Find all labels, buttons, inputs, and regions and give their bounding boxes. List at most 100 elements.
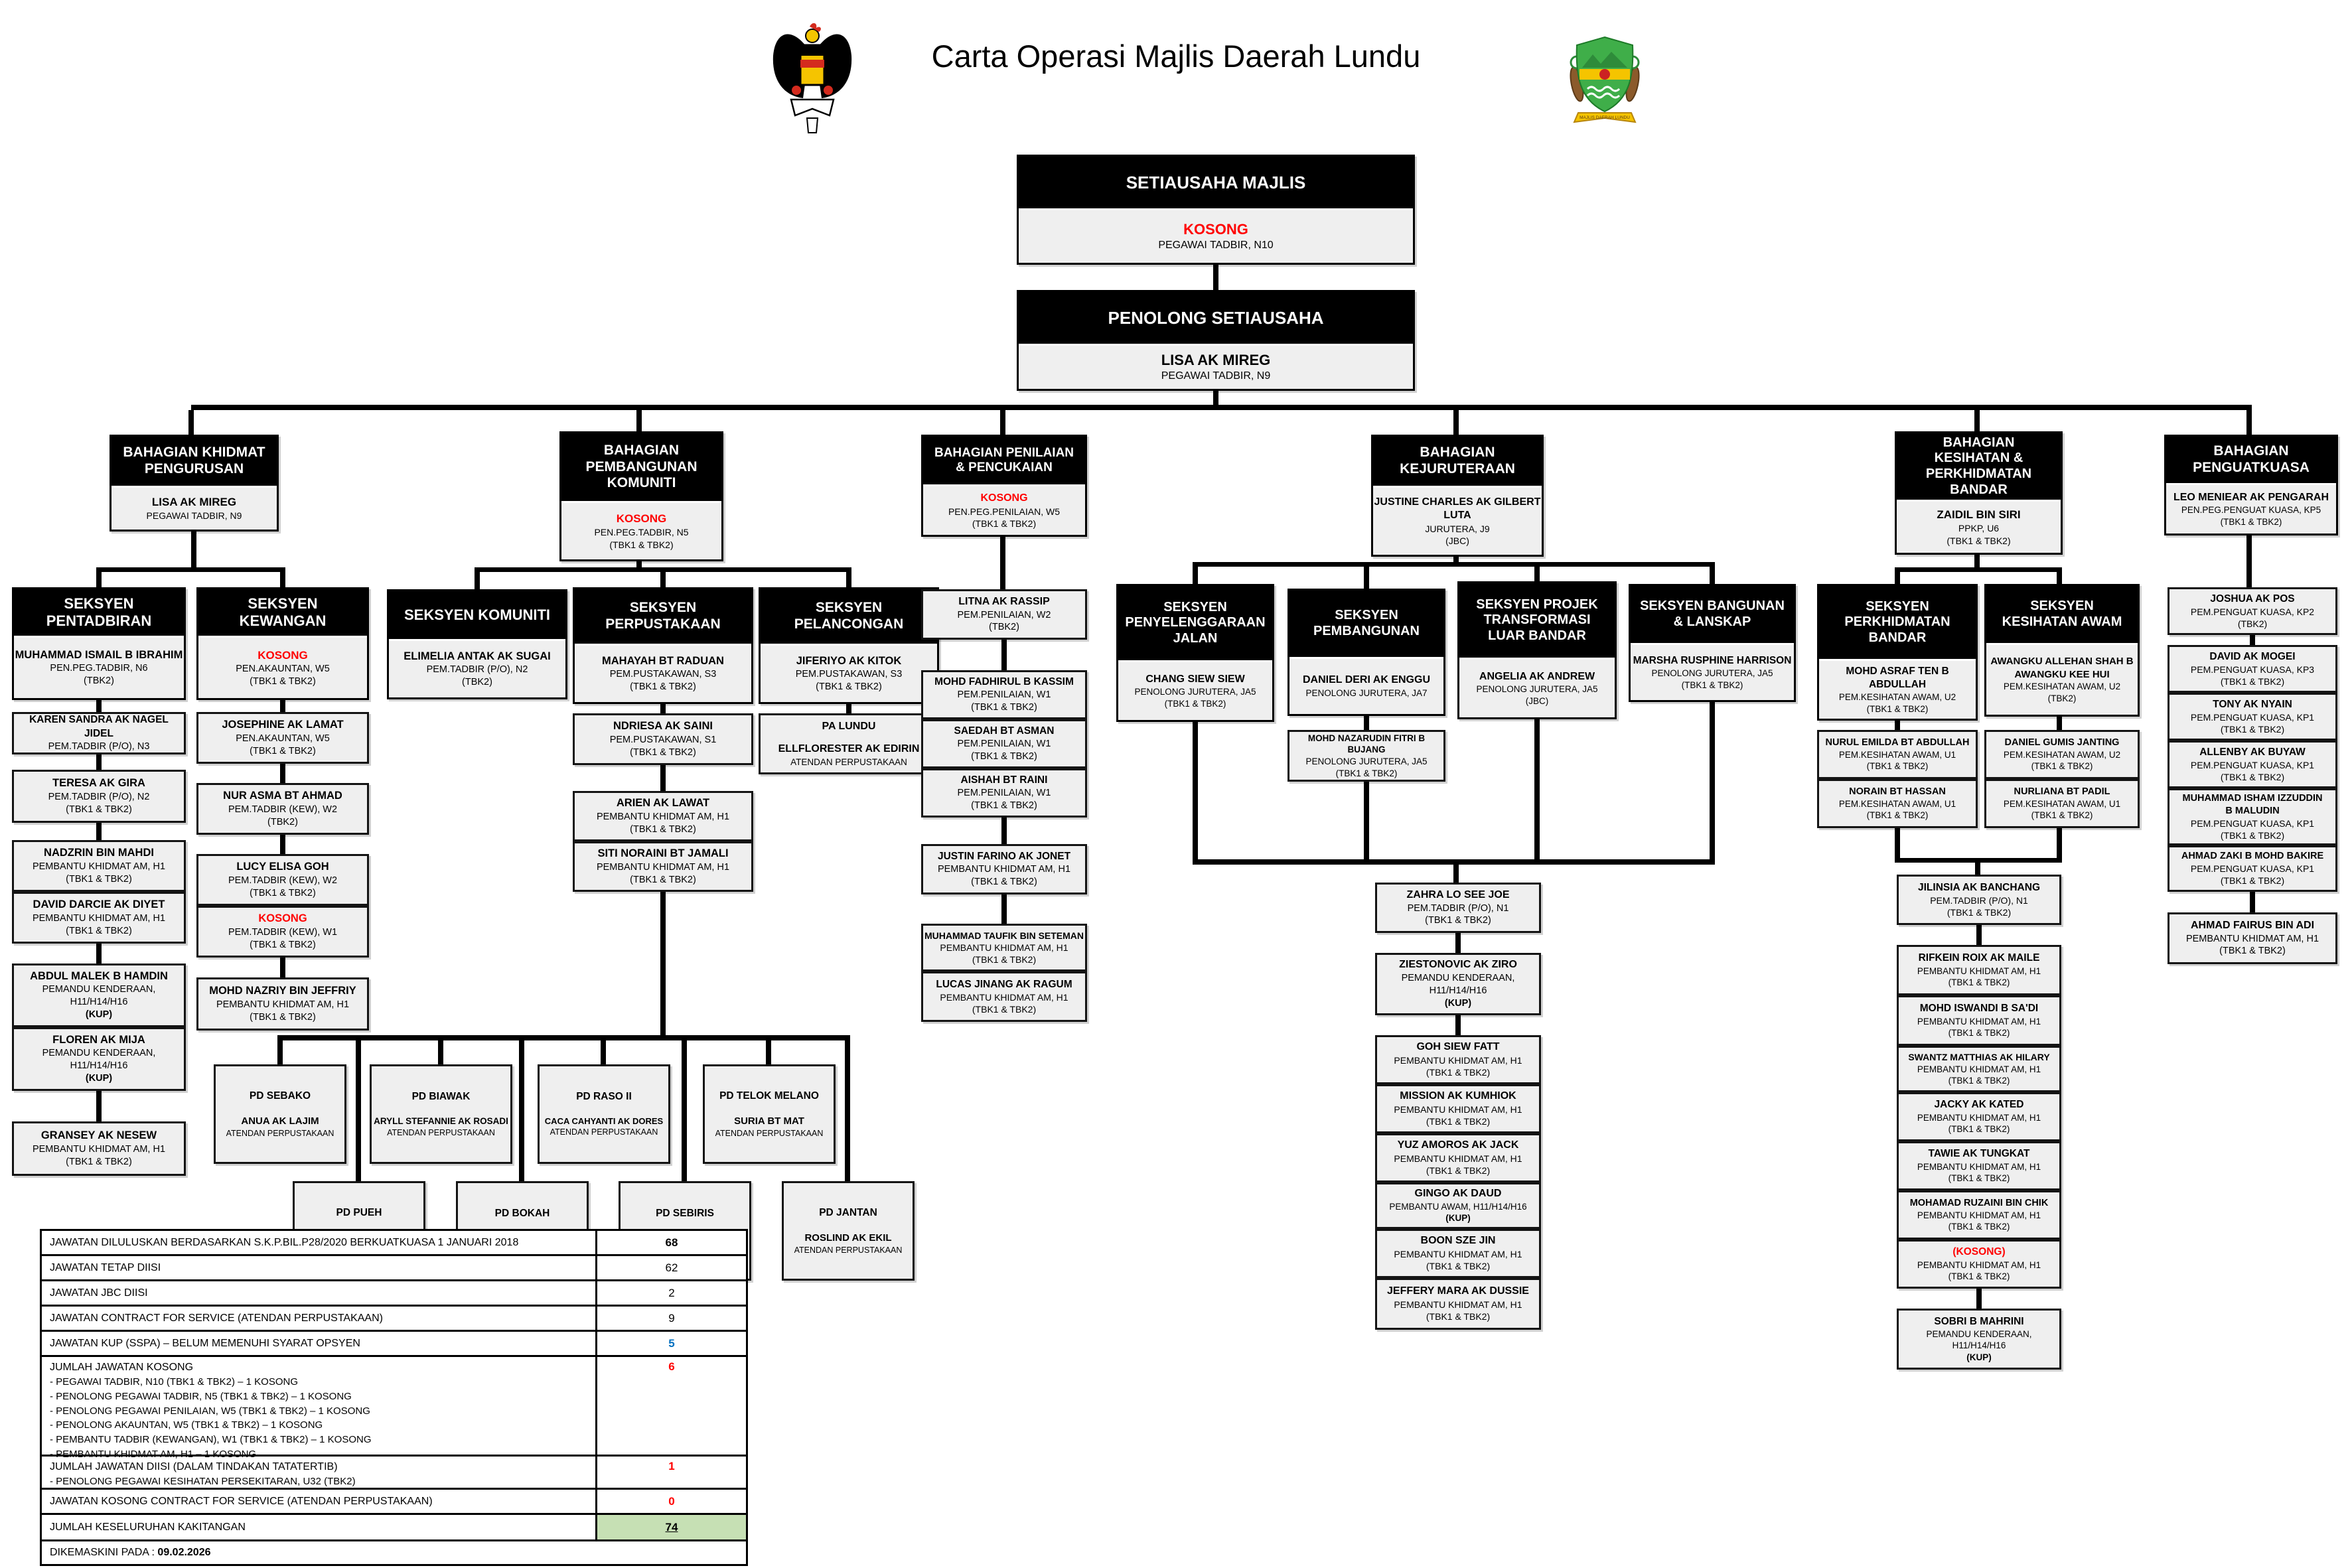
text-line: NURLIANA BT PADIL [2014,786,2110,798]
connector-line [96,696,102,712]
summary-label-text: JUMLAH JAWATAN DIISI (DALAM TINDAKAN TAT… [50,1461,338,1472]
text-line: (TBK1 & TBK2) [971,702,1037,713]
text-line: (TBK1 & TBK2) [1947,907,2012,918]
text-line: LISA AK MIREG [151,496,237,509]
text-line: PEMBANTU AWAM, H11/H14/H16 [1389,1201,1527,1212]
text-line: (KUP) [1444,997,1472,1009]
text-line: (TBK1 & TBK2) [2031,761,2093,772]
text-line: (TBK1 & TBK2) [250,887,316,898]
text-line: PEMBANTU KHIDMAT AM, H1 [940,942,1068,953]
text-line: SOBRI B MAHRINI [1934,1315,2024,1327]
text-line: PEN.PEG.PENILAIAN, W5 [948,506,1061,517]
text-line: (TBK1 & TBK2) [1947,535,2011,546]
text-line: PEM.TADBIR (KEW), W2 [228,804,338,815]
connector-line [1895,567,2062,572]
text-line: PENOLONG JURUTERA, JA7 [1305,688,1428,699]
text-line: PEM.KESIHATAN AWAM, U1 [1838,798,1956,809]
text-line: (TBK1 & TBK2) [66,804,132,815]
summary-row-value: 2 [595,1281,746,1305]
text-line: PEMBANTU KHIDMAT AM, H1 [32,912,166,924]
summary-row-value: 1 [595,1457,746,1488]
connector-line [1364,712,1369,730]
text-line: MOHD ISWANDI B SA'DI [1919,1003,2039,1015]
text-line: (TBK1 & TBK2) [1426,1067,1491,1078]
connector-line [660,700,666,713]
connector-line [1364,567,1369,589]
unit-title: SEKSYEN PERPUSTAKAAN [575,589,751,644]
connector-line [1976,925,1982,945]
unit-title: SEKSYEN PROJEK TRANSFORMASI LUAR BANDAR [1459,583,1615,658]
connector-line [96,567,285,572]
connector-line [2057,713,2062,730]
text-line: PENOLONG JURUTERA, JA5 [1134,687,1256,697]
text-line: MOHD ASRAF TEN B ABDULLAH [1846,665,1949,690]
text-line: ALLENBY AK BUYAW [2199,746,2306,758]
text-line: NORAIN BT HASSAN [1849,786,1946,798]
text-line: PEMBANTU KHIDMAT AM, H1 [1917,965,2041,976]
text-line: (TBK1 & TBK2) [971,877,1037,888]
text-line: TAWIE AK TUNGKAT [1928,1148,2030,1160]
text-line: PEM.PUSTAKAWAN, S3 [795,669,903,680]
text-line: DANIEL DERI AK ENGGU [1302,674,1430,686]
text-line: (TBK1 & TBK2) [2031,810,2093,821]
text-line: PEM.TADBIR (KEW), W2 [228,875,338,886]
text-line: H11/H14/H16 [70,997,128,1008]
text-line: ATENDAN PERPUSTAKAAN [715,1128,824,1138]
text-line: PD RASO II [576,1091,632,1103]
text-line: JACKY AK KATED [1934,1099,2024,1111]
text-line: MUHAMMAD TAUFIK BIN SETEMAN [924,930,1084,941]
text-line: PEMBANTU KHIDMAT AM, H1 [1917,1016,2041,1027]
summary-row-value: 68 [595,1231,746,1254]
text-line: LEO MENIEAR AK PENGARAH [2173,491,2329,503]
text-line: PEM.KESIHATAN AWAM, U1 [1838,749,1956,760]
text-line: PEM.PENGUAT KUASA, KP1 [2190,863,2315,875]
text-line: MOHD NAZRIY BIN JEFFRIY [209,985,356,997]
person-box-kosong-kesihatan: (KOSONG)PEMBANTU KHIDMAT AM, H1(TBK1 & T… [1897,1240,2061,1289]
connector-line [1213,261,1218,290]
unit-box-bahagian-kesihatan-perkhidmatan-bandar: BAHAGIAN KESIHATAN & PERKHIDMATAN BANDAR… [1895,431,2063,555]
connector-line [1974,410,1980,431]
connector-line [277,1040,283,1064]
connector-line [1455,1015,1461,1035]
connector-line [438,1040,443,1064]
text-line: ATENDAN PERPUSTAKAAN [550,1127,658,1137]
text-line: (TBK1 & TBK2) [816,681,882,693]
text-line: MUHAMMAD ISHAM IZZUDDIN [2182,792,2323,804]
summary-row-value: 6 [595,1357,746,1455]
connector-line [96,754,102,770]
text-line: PD JANTAN [819,1206,877,1218]
unit-title: SEKSYEN KOMUNITI [389,591,565,639]
text-line: PEM.KESIHATAN AWAM, U1 [2003,798,2121,809]
connector-line [96,1091,102,1121]
connector-line [601,1040,606,1064]
spacer-line [848,734,850,743]
unit-title: SEKSYEN PENTADBIRAN [14,589,184,636]
summary-row-label: JUMLAH JAWATAN DIISI (DALAM TINDAKAN TAT… [42,1457,595,1488]
majlis-daerah-lundu-crest-icon: MAJLIS DAERAH LUNDU [1570,36,1640,123]
connector-line [1974,551,1980,567]
connector-line [660,765,666,791]
unit-title: SEKSYEN BANGUNAN & LANSKAP [1631,586,1794,643]
text-line: PPKP, U6 [1958,523,2000,534]
text-line: (TBK1 & TBK2) [2220,875,2285,887]
connector-line [1213,387,1218,405]
text-line: PEM.PENILAIAN, W2 [957,609,1051,620]
text-line: (TBK1 & TBK2) [2220,724,2285,735]
text-line: JUSTINE CHARLES AK GILBERT LUTA [1374,496,1541,522]
summary-row-value: 0 [595,1490,746,1513]
connector-line [96,823,102,840]
connector-line [1453,865,1459,883]
